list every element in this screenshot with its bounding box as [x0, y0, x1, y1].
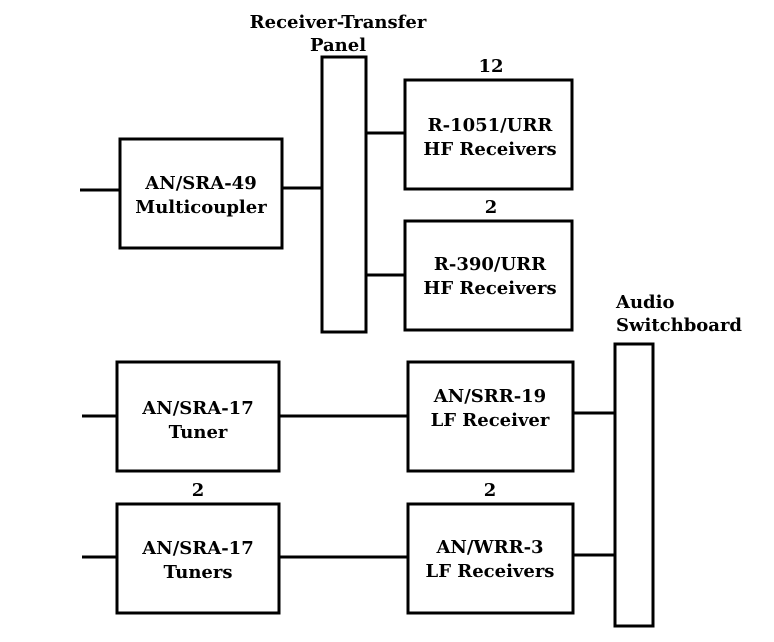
block-label: R-390/URR: [434, 254, 547, 275]
receiver-transfer-panel-label: Receiver-Transfer: [250, 12, 427, 33]
audio-switchboard: [613, 342, 655, 628]
audio-switchboard-label: Switchboard: [616, 315, 742, 336]
block-label: AN/WRR-3: [435, 537, 543, 558]
receiver-transfer-panel-label: Panel: [310, 35, 366, 56]
block-label: AN/SRR-19: [433, 386, 546, 407]
block-label: Tuner: [169, 422, 228, 443]
block-label: AN/SRA-17: [141, 398, 253, 419]
quantity-label: 2: [192, 480, 205, 501]
block-r-1051-urr: [403, 78, 574, 191]
block-an-sra-17-tuners: [115, 502, 281, 615]
block-label: AN/SRA-49: [144, 173, 256, 194]
block-label: LF Receivers: [426, 561, 555, 582]
block-an-srr-19: [406, 360, 575, 473]
block-an-sra-17-tuner: [115, 360, 281, 473]
block-r-390-urr: [403, 219, 574, 332]
block-label: HF Receivers: [423, 278, 556, 299]
block-label: R-1051/URR: [428, 115, 554, 136]
quantity-label: 2: [484, 480, 497, 501]
receiver-transfer-panel: [320, 55, 368, 334]
block-label: LF Receiver: [431, 410, 550, 431]
audio-switchboard-label: Audio: [615, 292, 674, 313]
quantity-label: 12: [478, 56, 503, 77]
block-label: Tuners: [164, 562, 233, 583]
quantity-label: 2: [485, 197, 498, 218]
block-an-wrr-3: [406, 502, 575, 615]
block-label: Multicoupler: [135, 197, 267, 218]
block-an-sra-49: [118, 137, 284, 250]
block-label: HF Receivers: [423, 139, 556, 160]
block-label: AN/SRA-17: [141, 538, 253, 559]
